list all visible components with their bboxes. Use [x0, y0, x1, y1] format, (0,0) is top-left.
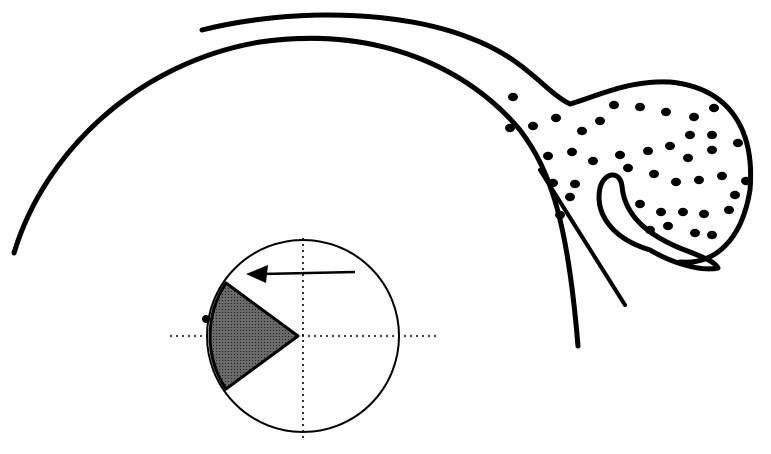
bulb-dot: [661, 108, 671, 116]
bulb-dot: [548, 179, 558, 187]
bulb-dot: [724, 206, 734, 214]
bulb-dot: [707, 231, 717, 239]
bulb-dot: [595, 117, 605, 125]
bulb-dot: [733, 139, 743, 147]
bulb-dot: [528, 122, 538, 130]
bulb-dot: [588, 157, 598, 165]
large-arc: [14, 38, 578, 346]
bulb-dot: [635, 200, 645, 208]
sector-edge-dot: [202, 315, 210, 323]
bulb-dot: [678, 208, 688, 216]
bulb-dot: [643, 147, 653, 155]
bulb-dot: [717, 172, 727, 180]
inner-hook: [599, 175, 718, 269]
bulb-dot: [570, 180, 580, 188]
bulb-dot: [690, 229, 700, 237]
bulb-dot: [707, 146, 717, 154]
bulb-dot: [505, 124, 515, 132]
bulb-dot: [665, 142, 675, 150]
arrow-head-icon: [246, 265, 268, 283]
bulb-dot: [567, 148, 577, 156]
tube-lower-branch: [540, 170, 625, 305]
bulb-dot: [709, 104, 719, 112]
bulb-dot: [623, 164, 633, 172]
bulb-dot: [555, 211, 565, 219]
bulb-dot: [645, 226, 655, 234]
shaded-sector: [210, 283, 298, 389]
bulb-dot: [699, 210, 709, 218]
bulb-dot: [689, 113, 699, 121]
bulb-dot: [707, 131, 717, 139]
bulb-dot: [565, 193, 575, 201]
bulb-dot: [649, 170, 659, 178]
bulb-dot: [683, 154, 693, 162]
bulb-dot: [685, 131, 695, 139]
bulb-dot: [508, 93, 518, 101]
bulb-dot: [694, 176, 704, 184]
bulb-dot: [671, 178, 681, 186]
arrow-shaft: [262, 272, 355, 274]
bulb-dot: [663, 222, 673, 230]
bulb-dot: [635, 103, 645, 111]
bulb-dot: [551, 114, 561, 122]
bulb-dot: [615, 151, 625, 159]
bulb-dot: [543, 152, 553, 160]
bulb-dot: [577, 127, 587, 135]
bulb-dot: [656, 208, 666, 216]
bulb-dot: [741, 177, 751, 185]
bulb-dot: [730, 191, 740, 199]
bulb-dot: [609, 101, 619, 109]
